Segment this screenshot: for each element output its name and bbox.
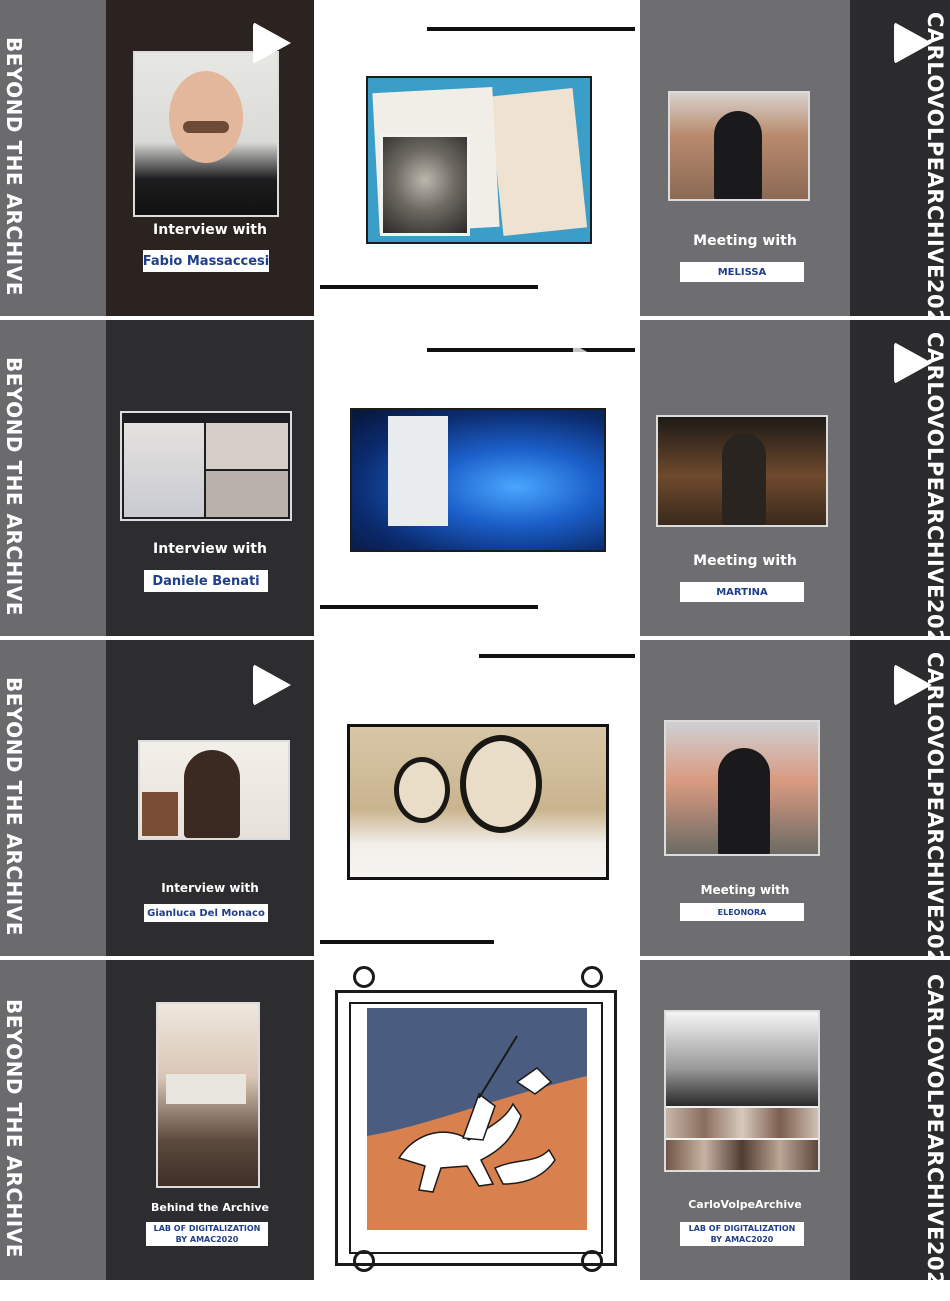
corner-ornament-tr <box>581 966 603 988</box>
corner-ornament-bl <box>353 1250 375 1272</box>
divider-line-top <box>427 348 635 352</box>
meeting-photo <box>656 415 828 527</box>
settings-window <box>388 416 448 526</box>
left-stripe <box>0 320 106 636</box>
tile-row3-right[interactable]: CARLOVOLPEARCHIVE2020 Meeting with ELEON… <box>640 640 950 979</box>
interviewee-name: Gianluca Del Monaco <box>144 904 268 922</box>
divider-line-bottom <box>320 605 538 609</box>
tile-row4-right[interactable]: CARLOVOLPEARCHIVE2020 CarloVolpeArchive … <box>640 960 950 1301</box>
face-shape <box>169 71 243 163</box>
interview-photo <box>138 740 290 840</box>
play-icon[interactable] <box>573 344 611 386</box>
bookshelf-shape <box>142 792 178 836</box>
video-call-screenshot <box>120 411 292 521</box>
right-vertical-title: CARLOVOLPEARCHIVE2020 <box>923 974 947 1301</box>
left-stripe <box>0 0 106 316</box>
lab-label-line1: LAB OF DIGITALIZATION <box>688 1224 796 1233</box>
call-grid-row1 <box>666 1108 818 1138</box>
frame-inner <box>349 1002 603 1254</box>
person-shape <box>714 111 762 199</box>
child-face <box>394 757 450 823</box>
left-stripe <box>0 960 106 1280</box>
tile-row2-right[interactable]: CARLOVOLPEARCHIVE2020 Meeting with MARTI… <box>640 320 950 659</box>
meeting-caption: Meeting with <box>700 883 790 897</box>
portrait-photo <box>133 51 279 217</box>
play-icon[interactable] <box>894 664 932 706</box>
person-shape <box>722 433 766 525</box>
interview-caption: Interview with <box>153 222 267 238</box>
interview-caption: Interview with <box>161 881 259 895</box>
left-vertical-title: BEYOND THE ARCHIVE <box>2 999 26 1258</box>
play-icon[interactable] <box>894 342 932 384</box>
madonna-photo <box>380 134 470 236</box>
tile-row1-left[interactable]: BEYOND THE ARCHIVE Interview with Fabio … <box>0 0 314 316</box>
interview-caption: Interview with <box>153 541 267 557</box>
lab-label-line2: BY AMAC2020 <box>175 1235 239 1244</box>
tile-row3-left[interactable]: BEYOND THE ARCHIVE Interview with Gianlu… <box>0 640 314 956</box>
divider-line-top <box>479 654 635 658</box>
tile-row4-center[interactable] <box>317 960 637 1280</box>
corner-ornament-tl <box>353 966 375 988</box>
desktop-screenshot <box>350 408 606 552</box>
madonna-face <box>460 735 542 833</box>
interviewee-name: Daniele Benati <box>144 570 268 592</box>
meeting-photo <box>668 91 810 201</box>
left-stripe <box>0 640 106 956</box>
tile-row2-center[interactable] <box>317 320 637 636</box>
lab-photo <box>156 1002 260 1188</box>
meeting-photo <box>664 720 820 856</box>
meeting-name: MELISSA <box>680 262 804 282</box>
play-icon[interactable] <box>253 22 291 64</box>
divider-line-top <box>427 27 635 31</box>
corner-ornament-br <box>581 1250 603 1272</box>
moustache-shape <box>183 121 229 133</box>
left-vertical-title: BEYOND THE ARCHIVE <box>2 677 26 936</box>
tile-row1-right[interactable]: CARLOVOLPEARCHIVE2020 Meeting with MELIS… <box>640 0 950 339</box>
person-shape <box>718 748 770 854</box>
meeting-name: MARTINA <box>680 582 804 602</box>
call-tile-2 <box>206 423 288 469</box>
archive-caption: CarloVolpeArchive <box>688 1198 802 1211</box>
lab-label: LAB OF DIGITALIZATION BY AMAC2020 <box>146 1222 268 1246</box>
st-george-dragon-image <box>367 1035 587 1230</box>
divider-line-bottom <box>320 285 538 289</box>
lab-label-line2: BY AMAC2020 <box>710 1235 774 1244</box>
frame-outer <box>335 990 617 1266</box>
tile-row2-left[interactable]: BEYOND THE ARCHIVE Interview with Daniel… <box>0 320 314 636</box>
madonna-print-image <box>347 724 609 880</box>
call-tile-1 <box>124 423 204 517</box>
tile-row4-left[interactable]: BEYOND THE ARCHIVE Behind the Archive LA… <box>0 960 314 1280</box>
behind-archive-caption: Behind the Archive <box>150 1201 270 1214</box>
banner-illustration <box>367 1008 587 1230</box>
play-icon[interactable] <box>253 664 291 706</box>
meeting-caption: Meeting with <box>693 233 797 249</box>
play-icon[interactable] <box>894 22 932 64</box>
person-shape <box>184 750 240 838</box>
group-photo-top <box>666 1012 818 1106</box>
archive-photos-image <box>366 76 592 244</box>
interviewee-name: Fabio Massaccesi <box>143 250 269 272</box>
meeting-name: ELEONORA <box>680 903 804 921</box>
call-tile-3 <box>206 471 288 517</box>
right-stripe <box>850 960 950 1280</box>
envelope-shape <box>488 87 588 237</box>
divider-line-row4-top <box>320 940 494 944</box>
left-vertical-title: BEYOND THE ARCHIVE <box>2 37 26 296</box>
group-collage-photo <box>664 1010 820 1172</box>
tile-row1-center[interactable] <box>317 0 637 316</box>
lab-label: LAB OF DIGITALIZATION BY AMAC2020 <box>680 1222 804 1246</box>
tile-row3-center[interactable] <box>317 640 637 956</box>
scanner-shape <box>166 1074 246 1104</box>
lab-label-line1: LAB OF DIGITALIZATION <box>153 1224 261 1233</box>
meeting-caption: Meeting with <box>693 553 797 569</box>
call-grid-row2 <box>666 1140 818 1170</box>
left-vertical-title: BEYOND THE ARCHIVE <box>2 357 26 616</box>
